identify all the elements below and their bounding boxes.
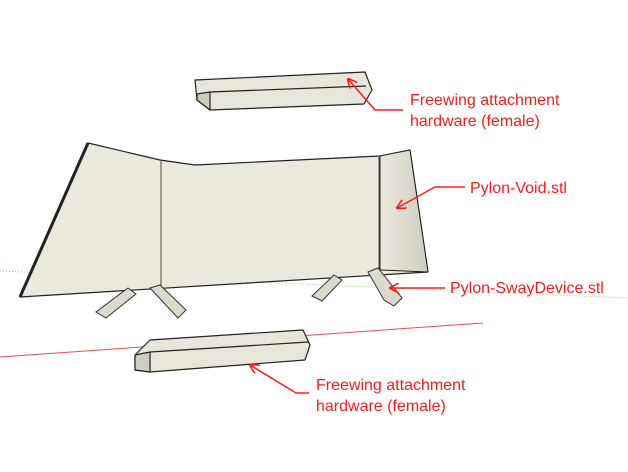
label-bottom-hardware-line1: Freewing attachment bbox=[316, 377, 466, 394]
label-top-hardware-line2: hardware (female) bbox=[410, 113, 540, 130]
label-pylon-void: Pylon-Void.stl bbox=[470, 180, 567, 197]
pylon-void bbox=[18, 142, 429, 298]
top-hardware bbox=[194, 71, 373, 111]
label-top-hardware-line1: Freewing attachment bbox=[410, 92, 560, 109]
annotation-arrows bbox=[250, 79, 465, 394]
sway-devices bbox=[95, 267, 403, 319]
bottom-hardware bbox=[134, 329, 311, 373]
label-sway-device: Pylon-SwayDevice.stl bbox=[450, 280, 604, 297]
label-bottom-hardware-line2: hardware (female) bbox=[316, 398, 446, 415]
